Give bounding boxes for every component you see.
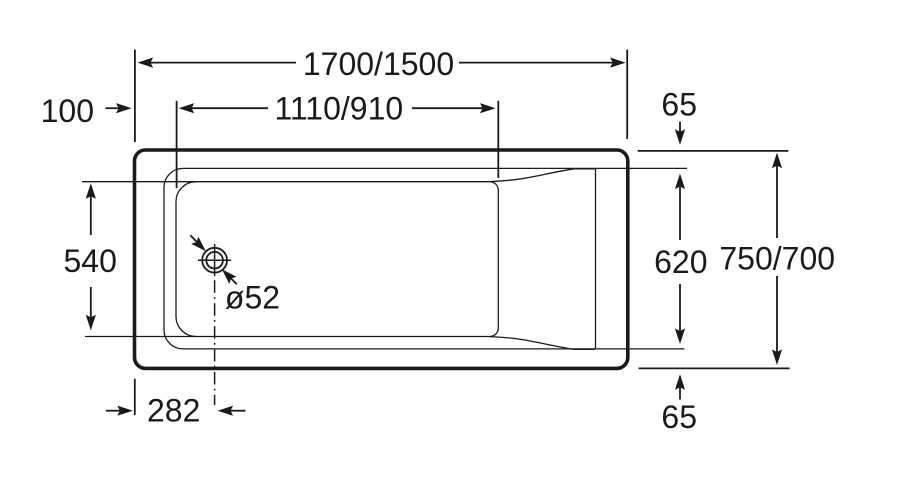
svg-text:620: 620 [654,244,707,280]
svg-text:750/700: 750/700 [719,241,835,277]
svg-text:100: 100 [41,93,94,129]
svg-text:65: 65 [661,399,697,435]
svg-text:282: 282 [147,393,200,429]
svg-text:65: 65 [661,87,697,123]
svg-text:1700/1500: 1700/1500 [303,46,454,82]
svg-text:540: 540 [64,243,117,279]
svg-text:1110/910: 1110/910 [274,90,403,126]
svg-text:ø52: ø52 [225,280,280,316]
